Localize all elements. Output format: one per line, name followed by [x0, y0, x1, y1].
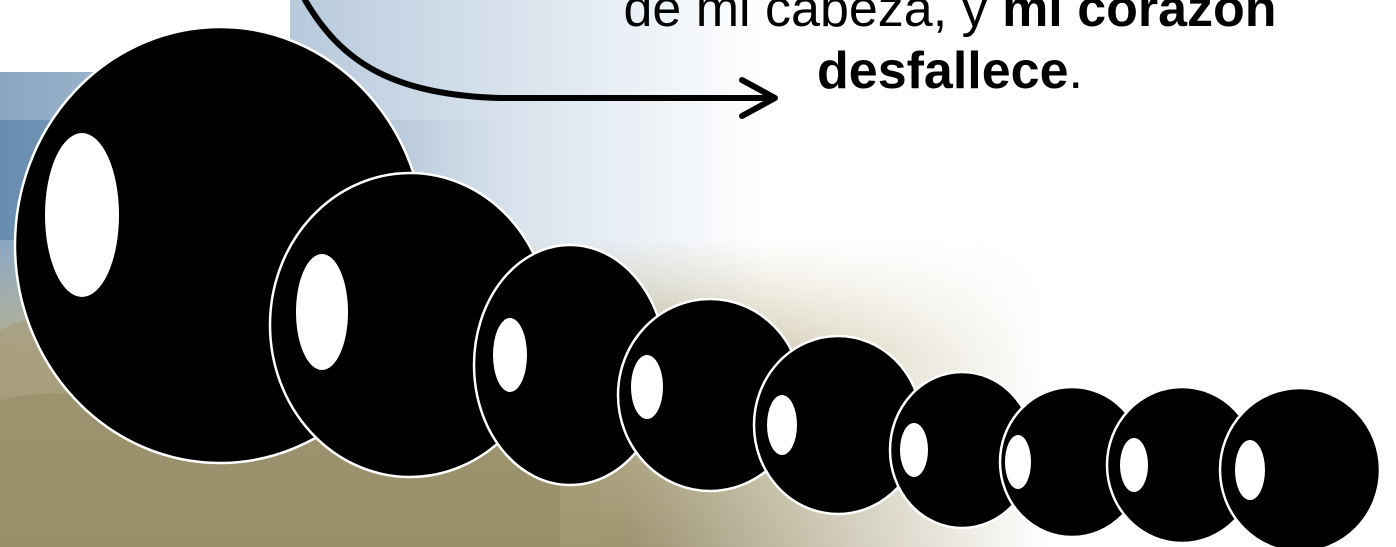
drop-6	[888, 370, 1036, 530]
caption-line2-bold: desfallece	[817, 42, 1069, 100]
caption-line2: desfallece.	[470, 40, 1396, 102]
drop-highlight	[900, 423, 928, 477]
caption-text: de mi cabeza, y mi corazón desfallece.	[470, 0, 1396, 102]
caption-line2-end: .	[1068, 42, 1083, 100]
arrow-head-icon	[739, 77, 778, 119]
curved-arrow	[302, 0, 773, 101]
drop-highlight	[1120, 438, 1148, 492]
caption-line1-bold: mi corazón	[1002, 0, 1277, 38]
drop-highlight	[767, 395, 797, 455]
drop-highlight	[1005, 435, 1031, 489]
drop-body	[1218, 386, 1382, 547]
drop-7	[998, 385, 1146, 539]
drop-highlight	[296, 254, 348, 370]
drop-highlight	[631, 355, 663, 419]
drop-8	[1105, 385, 1259, 545]
drop-highlight	[45, 133, 119, 297]
drop-9	[1218, 386, 1382, 547]
drops-group	[13, 25, 1382, 547]
drop-highlight	[1235, 440, 1265, 500]
drop-highlight	[493, 318, 527, 392]
caption-line1-plain: de mi cabeza, y	[623, 0, 1003, 38]
drop-3	[472, 243, 668, 487]
